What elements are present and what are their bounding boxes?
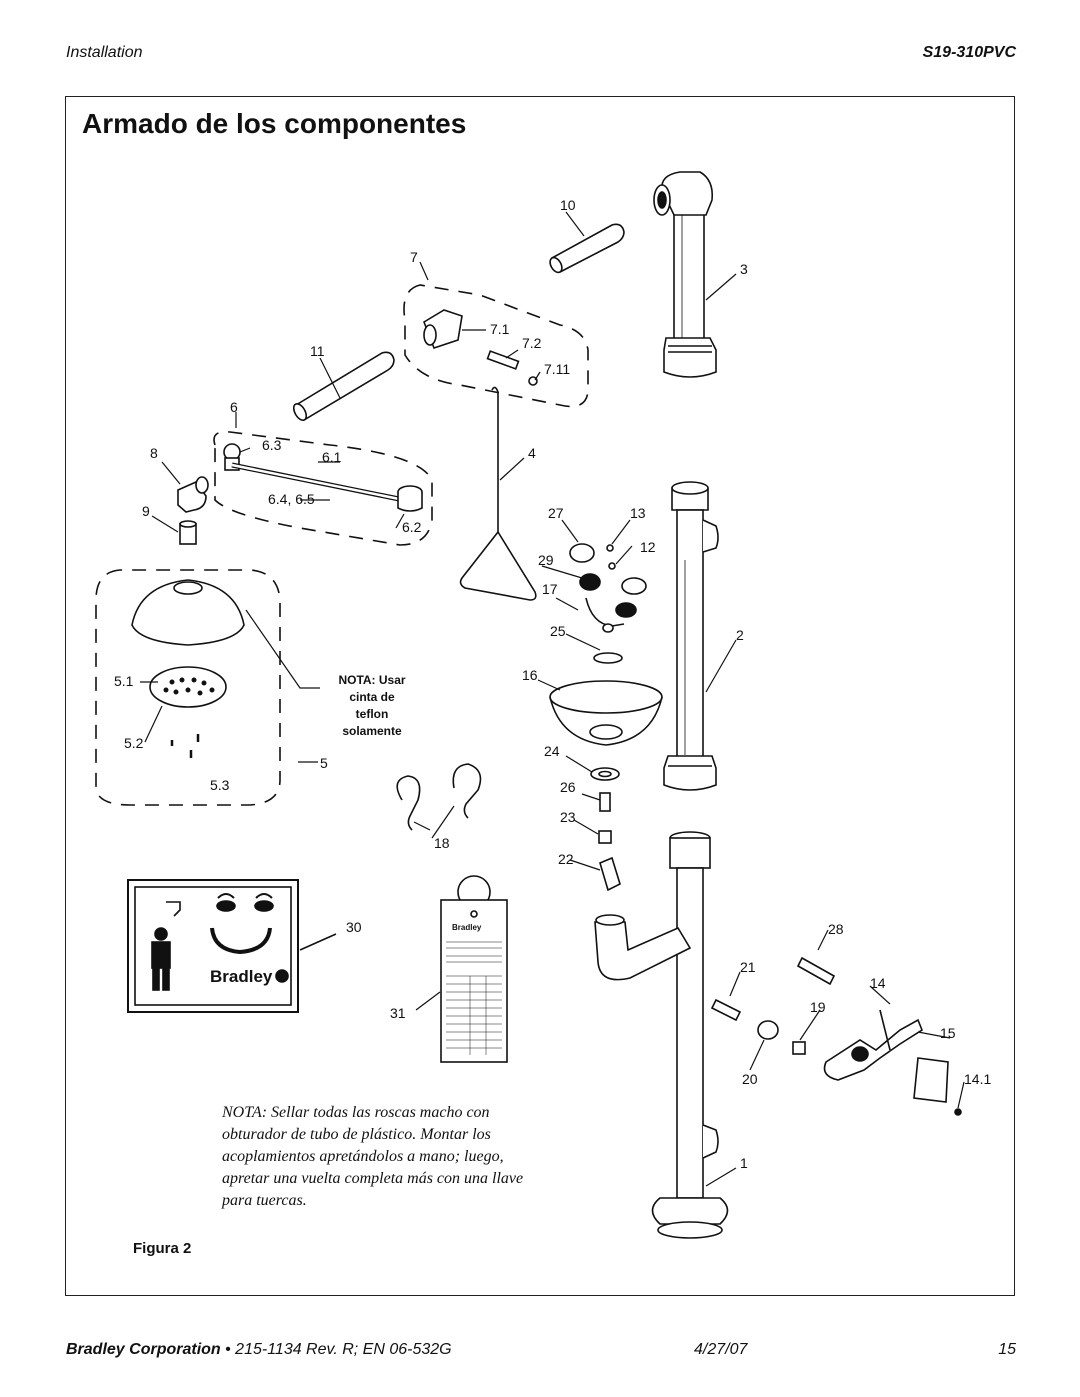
- callout-5: 5: [320, 755, 328, 771]
- leader-lines: [140, 211, 965, 1187]
- callout-5-1: 5.1: [114, 673, 134, 689]
- callout-28: 28: [828, 921, 844, 937]
- valve-assembly-14: [710, 956, 962, 1116]
- teflon-leader: [245, 609, 320, 689]
- callout-9: 9: [142, 503, 150, 519]
- callout-4: 4: [528, 445, 536, 461]
- callout-5-2: 5.2: [124, 735, 144, 751]
- eyewash-bowl-16: [549, 680, 663, 746]
- figure-frame: [65, 96, 1015, 1296]
- callout-31: 31: [390, 1005, 406, 1021]
- leader-30: [299, 933, 337, 951]
- callout-16: 16: [522, 667, 538, 683]
- header-section: Installation: [66, 44, 143, 61]
- callout-27: 27: [548, 505, 564, 521]
- callout-20: 20: [742, 1071, 758, 1087]
- callout-12: 12: [640, 539, 656, 555]
- callout-7-2: 7.2: [522, 335, 542, 351]
- callout-6-4-6-5: 6.4, 6.5: [268, 491, 315, 507]
- callout-22: 22: [558, 851, 574, 867]
- callout-8: 8: [150, 445, 158, 461]
- callout-24: 24: [544, 743, 560, 759]
- footer-doc-number: • 215-1134 Rev. R; EN 06-532G: [220, 1341, 452, 1358]
- bracket-group-6: [213, 430, 433, 546]
- callout-6: 6: [230, 399, 238, 415]
- callout-30: 30: [346, 919, 362, 935]
- callout-7-1: 7.1: [490, 321, 510, 337]
- callout-10: 10: [560, 197, 576, 213]
- elbow-8: [177, 476, 209, 513]
- footer-company: Bradley Corporation: [66, 1341, 221, 1358]
- shower-head-group-5: [95, 569, 281, 806]
- hook-clips-18: [396, 763, 482, 831]
- figure-label: Figura 2: [133, 1240, 192, 1257]
- callout-6-1: 6.1: [322, 449, 342, 465]
- callout-23: 23: [560, 809, 576, 825]
- pipe-10: [549, 223, 625, 274]
- callout-3: 3: [740, 261, 748, 277]
- seal-note: NOTA: Sellar todas las roscas macho con …: [222, 1104, 524, 1209]
- callout-18: 18: [434, 835, 450, 851]
- callout-19: 19: [810, 999, 826, 1015]
- inspection-tag-31: Bradley: [440, 875, 508, 1063]
- footer-page-number: 15: [998, 1341, 1016, 1358]
- tag-logo-text: Bradley: [452, 923, 482, 932]
- callout-6-2: 6.2: [402, 519, 422, 535]
- callout-13: 13: [630, 505, 646, 521]
- callout-2: 2: [736, 627, 744, 643]
- lower-pipe-1: [594, 831, 729, 1239]
- callout-7-11: 7.11: [544, 361, 570, 377]
- footer-date: 4/27/07: [694, 1341, 748, 1358]
- callout-21: 21: [740, 959, 756, 975]
- upper-pipe-elbow: [653, 171, 717, 378]
- header-model: S19-310PVC: [922, 44, 1016, 61]
- eyewash-heads: [569, 543, 647, 664]
- pull-rod-triangle: [459, 386, 537, 601]
- footer-doc: Bradley Corporation • 215-1134 Rev. R; E…: [66, 1341, 452, 1359]
- pipe-11: [292, 351, 395, 422]
- callout-25: 25: [550, 623, 566, 639]
- callout-6-3: 6.3: [262, 437, 282, 453]
- teflon-note: NOTA: Usar cinta de teflon solamente: [338, 673, 406, 738]
- middle-pipe-2: [663, 481, 719, 791]
- callout-5-3: 5.3: [210, 777, 230, 793]
- callout-15: 15: [940, 1025, 956, 1041]
- callout-14: 14: [870, 975, 886, 991]
- coupling-9: [179, 520, 197, 545]
- callout-29: 29: [538, 552, 554, 568]
- callout-1: 1: [740, 1155, 748, 1171]
- callout-26: 26: [560, 779, 576, 795]
- callout-7: 7: [410, 249, 418, 265]
- callout-17: 17: [542, 581, 558, 597]
- callout-11: 11: [310, 343, 325, 359]
- callout-14-1: 14.1: [964, 1071, 991, 1087]
- sign-logo-text: Bradley: [210, 967, 273, 986]
- parts-22-26: [590, 767, 621, 892]
- valve-group-7: [403, 284, 589, 408]
- safety-sign-30: Bradley: [127, 879, 299, 1013]
- page-title: Armado de los componentes: [82, 108, 467, 139]
